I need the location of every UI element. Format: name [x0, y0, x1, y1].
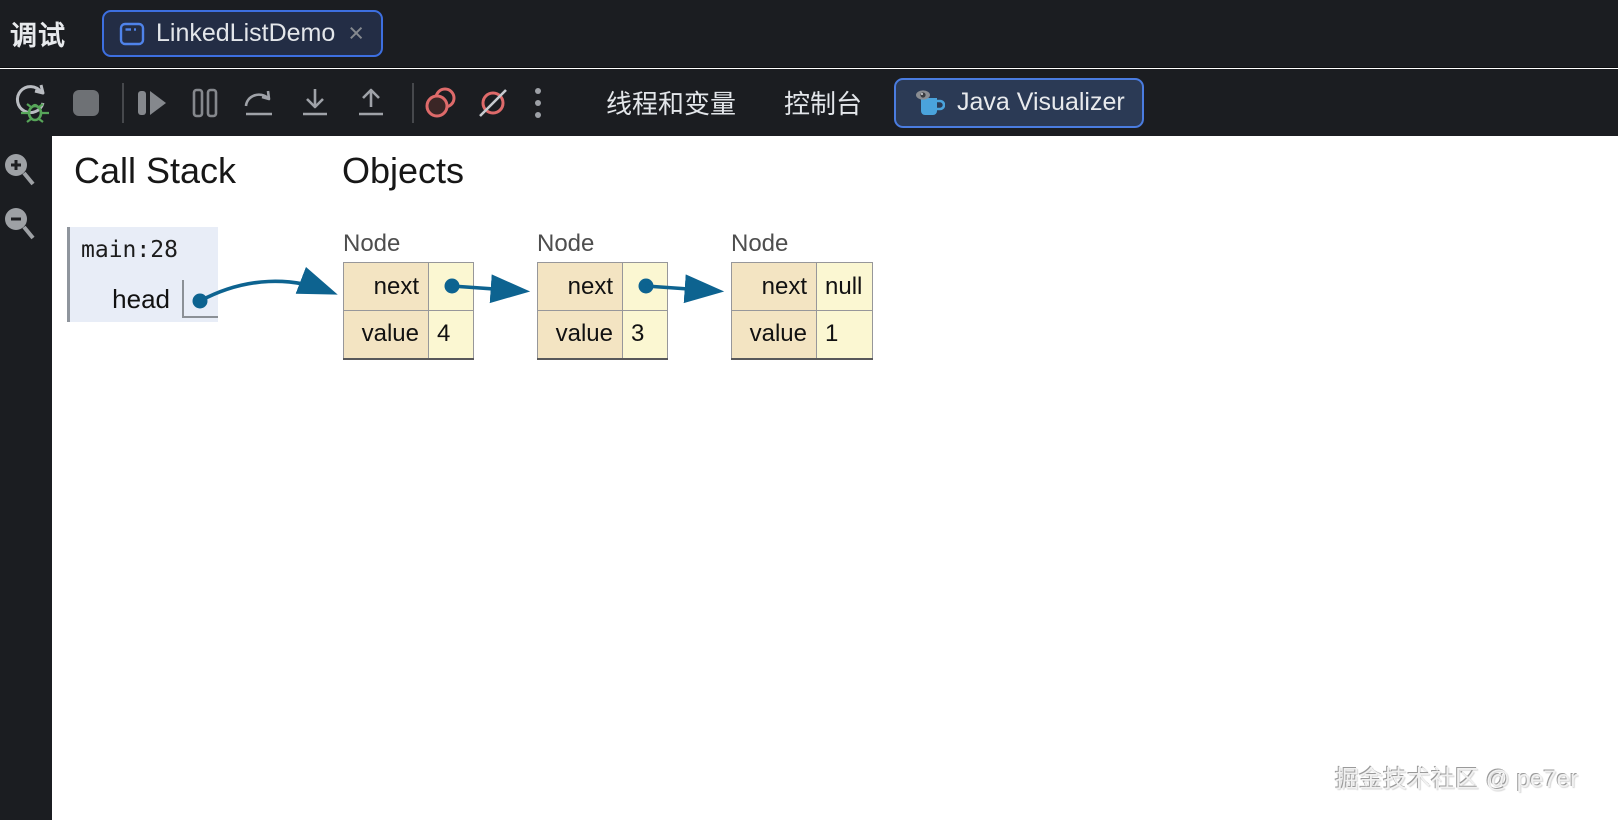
kebab-menu-icon	[535, 87, 541, 118]
zoom-out-button[interactable]	[0, 206, 40, 246]
field-name: next	[343, 262, 429, 311]
resume-button[interactable]	[136, 87, 170, 119]
stop-icon	[73, 89, 99, 116]
variable-name: head	[112, 283, 170, 314]
field-value: 1	[815, 310, 874, 359]
pause-icon	[192, 88, 218, 117]
visualizer-canvas: Call Stack Objects main:28 head Node nex…	[52, 136, 1618, 820]
field-value	[622, 262, 668, 311]
field-value: null	[815, 262, 874, 311]
node-table: next value 3	[537, 262, 668, 360]
objects-title: Objects	[342, 150, 465, 191]
rerun-debug-button[interactable]	[12, 82, 50, 124]
tab-console[interactable]: 控制台	[784, 84, 862, 121]
session-tab-linkedlistdemo[interactable]: LinkedListDemo ×	[102, 10, 384, 57]
step-into-button[interactable]	[298, 86, 332, 120]
field-value: 3	[622, 310, 668, 359]
node-object: Node next null value 1	[731, 230, 874, 360]
zoom-out-icon	[5, 208, 35, 240]
visualizer-sidebar	[0, 136, 52, 820]
zoom-in-icon	[5, 154, 35, 186]
stack-frame-name: main:28	[81, 237, 178, 263]
field-name: value	[343, 310, 429, 359]
toolbar-separator	[412, 82, 414, 123]
view-breakpoints-button[interactable]	[424, 86, 458, 120]
node-object: Node next value 4	[343, 230, 474, 360]
debug-session-icon	[119, 22, 145, 45]
step-into-icon	[303, 88, 327, 115]
pointer-cell	[182, 280, 218, 318]
node-type-label: Node	[537, 230, 595, 257]
zoom-in-button[interactable]	[0, 152, 40, 192]
field-value	[428, 262, 474, 311]
mute-breakpoints-icon	[479, 88, 507, 117]
java-visualizer-icon	[916, 89, 946, 115]
stack-frame: main:28 head	[67, 227, 218, 322]
field-name: next	[537, 262, 623, 311]
tab-threads-variables[interactable]: 线程和变量	[606, 84, 736, 121]
debug-titlebar: 调试 LinkedListDemo ×	[0, 0, 1618, 68]
node-type-label: Node	[343, 230, 401, 257]
field-name: value	[537, 310, 623, 359]
close-icon[interactable]: ×	[348, 18, 365, 48]
field-name: value	[731, 310, 817, 359]
mute-breakpoints-button[interactable]	[476, 86, 510, 120]
resume-icon	[138, 90, 166, 115]
call-stack-title: Call Stack	[74, 150, 237, 191]
field-value: 4	[428, 310, 474, 359]
stop-button[interactable]	[72, 89, 100, 117]
node-table: next value 4	[343, 262, 474, 360]
view-breakpoints-icon	[425, 87, 456, 117]
step-over-button[interactable]	[242, 86, 276, 120]
rerun-debug-icon	[15, 84, 49, 123]
session-tab-label: LinkedListDemo	[156, 19, 336, 47]
pointer-arrow	[199, 266, 338, 303]
toolbar-separator	[122, 82, 124, 123]
step-out-icon	[359, 88, 383, 115]
debug-panel-title: 调试	[10, 21, 66, 51]
step-over-icon	[244, 90, 272, 115]
field-name: next	[731, 262, 817, 311]
node-table: next null value 1	[731, 262, 874, 360]
step-out-button[interactable]	[354, 86, 388, 120]
watermark: 掘金技术社区 @ pe7er	[1334, 766, 1578, 793]
more-options-button[interactable]	[532, 85, 544, 121]
java-visualizer-label: Java Visualizer	[957, 88, 1125, 116]
debug-toolbar: 线程和变量 控制台 Java Visualizer	[0, 69, 1618, 136]
node-object: Node next value 3	[537, 230, 668, 360]
node-type-label: Node	[731, 230, 789, 257]
stack-frame-variable: head	[112, 280, 218, 318]
tab-java-visualizer[interactable]: Java Visualizer	[894, 77, 1144, 128]
pause-button[interactable]	[190, 87, 220, 119]
